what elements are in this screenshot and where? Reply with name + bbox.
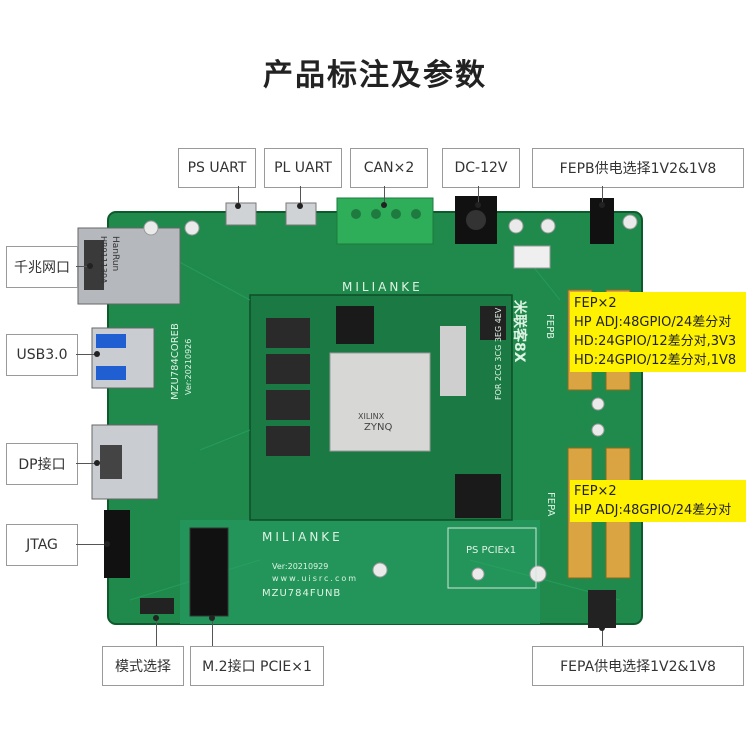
board-brand-bottom: MILIANKE: [262, 530, 343, 544]
page-title: 产品标注及参数: [263, 58, 487, 93]
label-can: CAN×2: [350, 148, 428, 188]
board-brand-top: MILIANKE: [342, 280, 423, 294]
fepb-info-line1: FEP×2: [574, 296, 617, 311]
connector-strip: [440, 326, 466, 396]
fpga-brand: XILINX: [358, 412, 385, 421]
board-fepa: FEPA: [545, 492, 556, 517]
fepa-info-box: FEP×2 HP ADJ:48GPIO/24差分对: [570, 480, 746, 522]
board-url: www.uisrc.com: [272, 574, 359, 583]
eth-chip-part: HR911130A: [99, 236, 108, 284]
usb-slot-2: [96, 366, 126, 380]
board-core-ver: Ver:20210926: [184, 338, 193, 395]
board-for-text: FOR 2CG 3CG 3EG 4EV: [494, 307, 503, 400]
board-core-model: MZU784COREB: [170, 323, 181, 400]
fepa-info-line1: FEP×2: [574, 484, 617, 499]
fpga-name: ZYNQ: [364, 422, 393, 433]
label-m2: M.2接口 PCIE×1: [190, 646, 324, 686]
label-dp: DP接口: [6, 443, 78, 485]
label-mode: 模式选择: [102, 646, 184, 686]
board-base-model: MZU784FUNB: [262, 588, 342, 599]
rj45-jack: [84, 240, 104, 290]
pcb-fun-area: [180, 520, 540, 624]
label-fepb-power: FEPB供电选择1V2&1V8: [532, 148, 744, 188]
fpga-chip: [329, 352, 431, 452]
dp-slot: [100, 445, 122, 479]
ps-uart-port: [225, 202, 257, 226]
ddr-chip-4: [266, 426, 310, 456]
ddr-chip-3: [266, 390, 310, 420]
fepb-info-line2: HP ADJ:48GPIO/24差分对: [574, 315, 732, 330]
power-module: [455, 474, 501, 518]
label-jtag: JTAG: [6, 524, 78, 566]
label-dc: DC-12V: [442, 148, 520, 188]
label-usb: USB3.0: [6, 334, 78, 376]
fepb-info-box: FEP×2 HP ADJ:48GPIO/24差分对 HD:24GPIO/12差分…: [570, 292, 746, 372]
m2-slot: [189, 527, 229, 617]
board-base-ver: Ver:20210929: [272, 562, 329, 571]
usb-slot-1: [96, 334, 126, 348]
white-connector: [513, 245, 551, 269]
pcie-slot: [447, 527, 537, 589]
fepa-jumper: [588, 590, 616, 628]
eth-chip-brand: HanRun: [110, 236, 120, 272]
ddr-chip-1: [266, 318, 310, 348]
board-pcie-slot: PS PCIEx1: [466, 545, 517, 556]
inductor: [480, 306, 506, 340]
mode-switch: [140, 598, 174, 614]
label-ps-uart: PS UART: [178, 148, 256, 188]
fepb-info-line4: HD:24GPIO/12差分对,1V8: [574, 353, 737, 368]
label-pl-uart: PL UART: [264, 148, 342, 188]
label-fepa-power: FEPA供电选择1V2&1V8: [532, 646, 744, 686]
board-side-text: 米联客8X: [511, 300, 527, 363]
fepb-info-line3: HD:24GPIO/12差分对,3V3: [574, 334, 737, 349]
ddr-chip-2: [266, 354, 310, 384]
fepa-info-line2: HP ADJ:48GPIO/24差分对: [574, 503, 732, 518]
label-ethernet: 千兆网口: [6, 246, 78, 288]
board-fepb: FEPB: [544, 314, 555, 339]
small-chip: [336, 306, 374, 344]
